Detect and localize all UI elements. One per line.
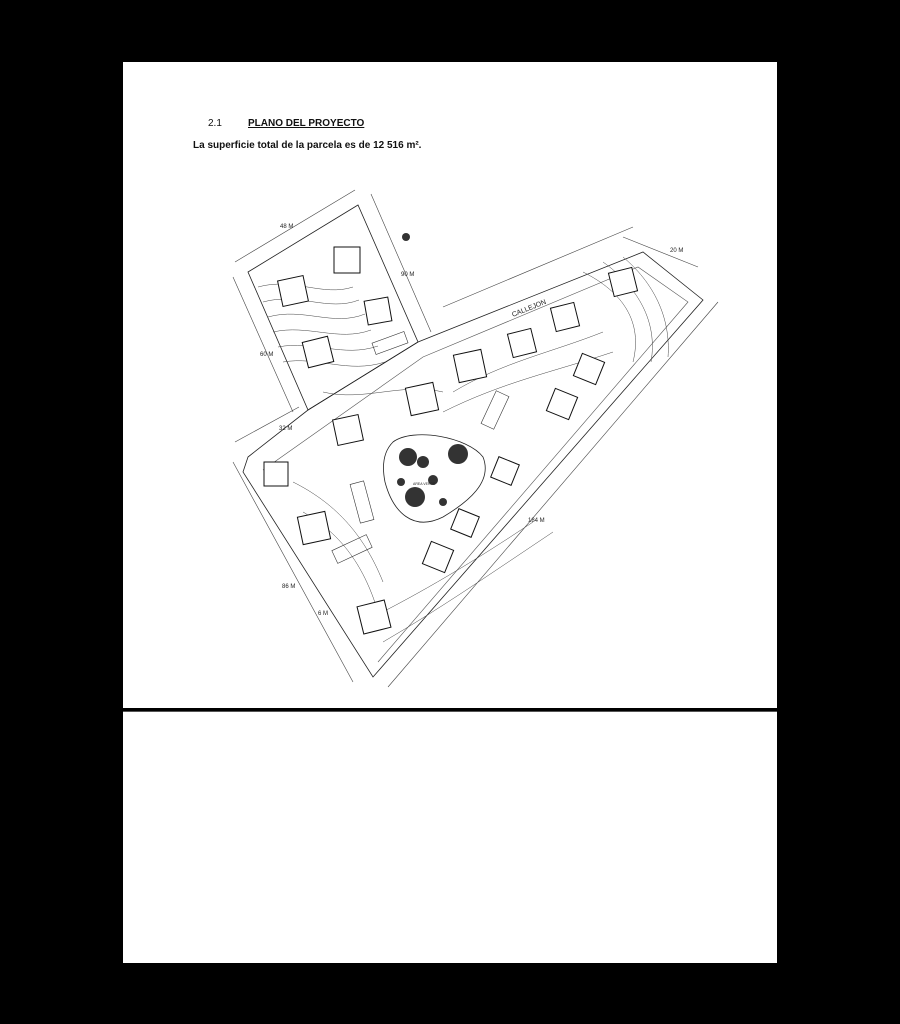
green-area-label: AREA VERDE [413, 482, 436, 486]
dim-32: 32 M [279, 426, 292, 432]
dim-86: 86 M [282, 584, 295, 590]
green-area [383, 434, 486, 523]
houses [263, 246, 639, 635]
parcel-outline-left [247, 204, 419, 411]
document-page: 2.1 PLANO DEL PROYECTO La superficie tot… [123, 62, 777, 708]
dim-20: 20 M [670, 248, 683, 254]
dim-90: 90 M [401, 272, 414, 278]
intro-paragraph: La superficie total de la parcela es de … [193, 140, 422, 151]
dim-48: 48 M [280, 224, 293, 230]
section-title: PLANO DEL PROYECTO [248, 118, 365, 129]
parcel-outline-main [242, 251, 704, 678]
street-label: CALLEJON [511, 299, 547, 319]
site-plan-drawing: CALLEJON AREA VERDE 48 M 90 M 60 M 32 M … [232, 189, 719, 688]
dim-6: 6 M [318, 611, 328, 617]
section-number: 2.1 [208, 118, 222, 129]
document-page-blank [123, 711, 777, 963]
trees-cluster [397, 233, 468, 507]
dim-60: 60 M [260, 352, 273, 358]
dim-184: 184 M [528, 518, 545, 524]
